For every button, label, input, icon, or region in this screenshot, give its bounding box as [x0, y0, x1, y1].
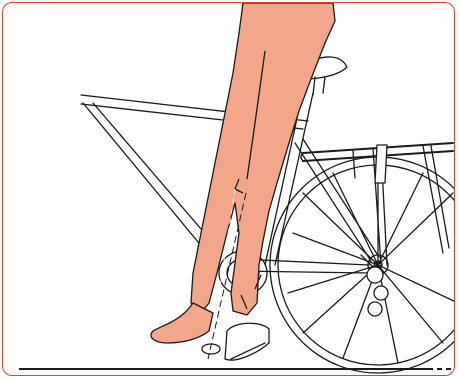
illustration-frame — [2, 2, 455, 376]
bike-fit-illustration — [3, 3, 455, 376]
rack-strap — [375, 145, 387, 183]
down-tube — [83, 103, 213, 248]
cleat-shoe — [225, 323, 269, 360]
rider-leg — [151, 3, 335, 343]
